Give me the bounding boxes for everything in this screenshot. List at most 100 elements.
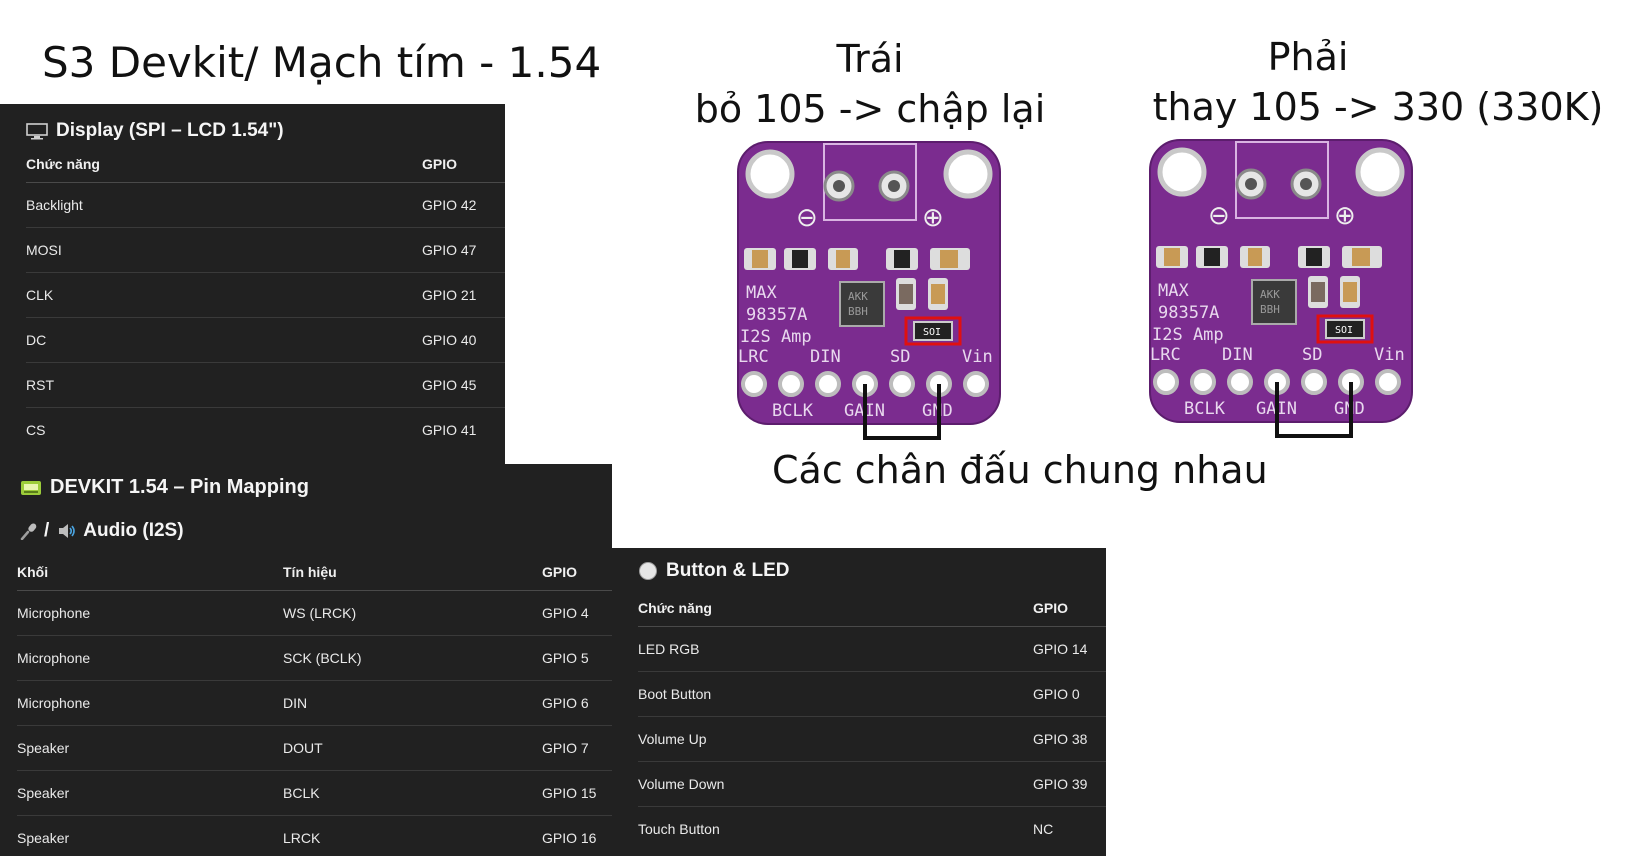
cell-function: RST	[26, 363, 422, 408]
devkit-panel: DEVKIT 1.54 – Pin Mapping / Audio (I2S) …	[0, 464, 612, 856]
cell-gpio: GPIO 41	[422, 408, 505, 453]
cell-signal: BCLK	[283, 771, 542, 816]
cell-gpio: GPIO 14	[1033, 627, 1106, 672]
page-title: S3 Devkit/ Mạch tím - 1.54	[42, 38, 601, 87]
cell-gpio: GPIO 15	[542, 771, 612, 816]
cell-block: Speaker	[17, 816, 283, 860]
cell-signal: WS (LRCK)	[283, 591, 542, 636]
right-board-label-line2: thay 105 -> 330 (330K)	[1118, 82, 1638, 132]
cell-gpio: GPIO 38	[1033, 717, 1106, 762]
amp-ic	[1252, 280, 1296, 324]
chip-label-line3: I2S Amp	[1152, 325, 1224, 345]
chip-label-line1: MAX	[1158, 281, 1189, 301]
table-header-row: Chức năng GPIO	[26, 146, 505, 183]
pin-label: DIN	[1222, 345, 1253, 365]
column-header-function: Chức năng	[26, 146, 422, 183]
pin-label: LRC	[1150, 345, 1181, 365]
ic-label-line2: BBH	[848, 305, 868, 318]
cell-gpio: GPIO 4	[542, 591, 612, 636]
cell-gpio: NC	[1033, 807, 1106, 852]
circle-icon	[638, 561, 658, 581]
display-panel-title: Display (SPI – LCD 1.54")	[56, 120, 284, 142]
resistor-label: SOI	[923, 327, 941, 338]
board-icon	[20, 480, 42, 496]
pin-label: BCLK	[772, 401, 814, 421]
cell-function: Backlight	[26, 183, 422, 228]
cell-block: Speaker	[17, 726, 283, 771]
column-header-function: Chức năng	[638, 590, 1033, 627]
ic-label-line2: BBH	[1260, 303, 1280, 316]
speaker-icon	[57, 522, 77, 540]
cell-function: Touch Button	[638, 807, 1033, 852]
audio-subheading: / Audio (I2S)	[20, 520, 184, 542]
column-header-gpio: GPIO	[1033, 590, 1106, 627]
cell-gpio: GPIO 6	[542, 681, 612, 726]
cell-function: LED RGB	[638, 627, 1033, 672]
button-led-panel-heading: Button & LED	[638, 560, 789, 582]
audio-subheading-title: Audio (I2S)	[83, 520, 183, 542]
chip-label-line2: 98357A	[1158, 303, 1219, 323]
minus-mark: ⊖	[1208, 201, 1230, 231]
pin-label: DIN	[810, 347, 841, 367]
cell-signal: DOUT	[283, 726, 542, 771]
display-panel: Display (SPI – LCD 1.54") Chức năng GPIO…	[0, 104, 505, 464]
pin-label: Vin	[962, 347, 993, 367]
cell-function: DC	[26, 318, 422, 363]
devkit-panel-heading: DEVKIT 1.54 – Pin Mapping	[20, 476, 309, 499]
cell-signal: SCK (BCLK)	[283, 636, 542, 681]
amp-ic	[840, 282, 884, 326]
cell-function: MOSI	[26, 228, 422, 273]
cell-gpio: GPIO 45	[422, 363, 505, 408]
mount-hole	[1358, 150, 1402, 194]
right-board-label: Phải thay 105 -> 330 (330K)	[1118, 32, 1638, 132]
cell-function: Boot Button	[638, 672, 1033, 717]
table-header-row: Khối Tín hiệu GPIO	[17, 554, 612, 591]
pin-label: Vin	[1374, 345, 1405, 365]
cell-gpio: GPIO 21	[422, 273, 505, 318]
cell-gpio: GPIO 0	[1033, 672, 1106, 717]
audio-subheading-separator: /	[44, 520, 49, 542]
plus-mark: ⊕	[1334, 201, 1356, 231]
resistor-label: SOI	[1335, 325, 1353, 336]
monitor-icon	[26, 122, 48, 140]
column-header-block: Khối	[17, 554, 283, 591]
cell-signal: LRCK	[283, 816, 542, 860]
display-panel-heading: Display (SPI – LCD 1.54")	[26, 120, 284, 142]
plus-mark: ⊕	[922, 203, 944, 233]
chip-label-line3: I2S Amp	[740, 327, 812, 347]
cell-gpio: GPIO 42	[422, 183, 505, 228]
terminal-pad	[833, 180, 845, 192]
column-header-gpio: GPIO	[422, 146, 505, 183]
cell-function: Volume Up	[638, 717, 1033, 762]
ic-label-line1: AKK	[1260, 288, 1280, 301]
terminal-pad	[1300, 178, 1312, 190]
amp-board-drawing: ⊖ ⊕ MAX 98357A I2S Amp AKK BBH SOI LRC D…	[736, 140, 1002, 440]
cell-gpio: GPIO 39	[1033, 762, 1106, 807]
ic-label-line1: AKK	[848, 290, 868, 303]
minus-mark: ⊖	[796, 203, 818, 233]
cell-block: Speaker	[17, 771, 283, 816]
terminal-pad	[888, 180, 900, 192]
cell-gpio: GPIO 16	[542, 816, 612, 860]
cell-function: Volume Down	[638, 762, 1033, 807]
cell-gpio: GPIO 5	[542, 636, 612, 681]
table-header-row: Chức năng GPIO	[638, 590, 1106, 627]
pin-label: SD	[1302, 345, 1322, 365]
right-board-label-line1: Phải	[978, 32, 1638, 82]
